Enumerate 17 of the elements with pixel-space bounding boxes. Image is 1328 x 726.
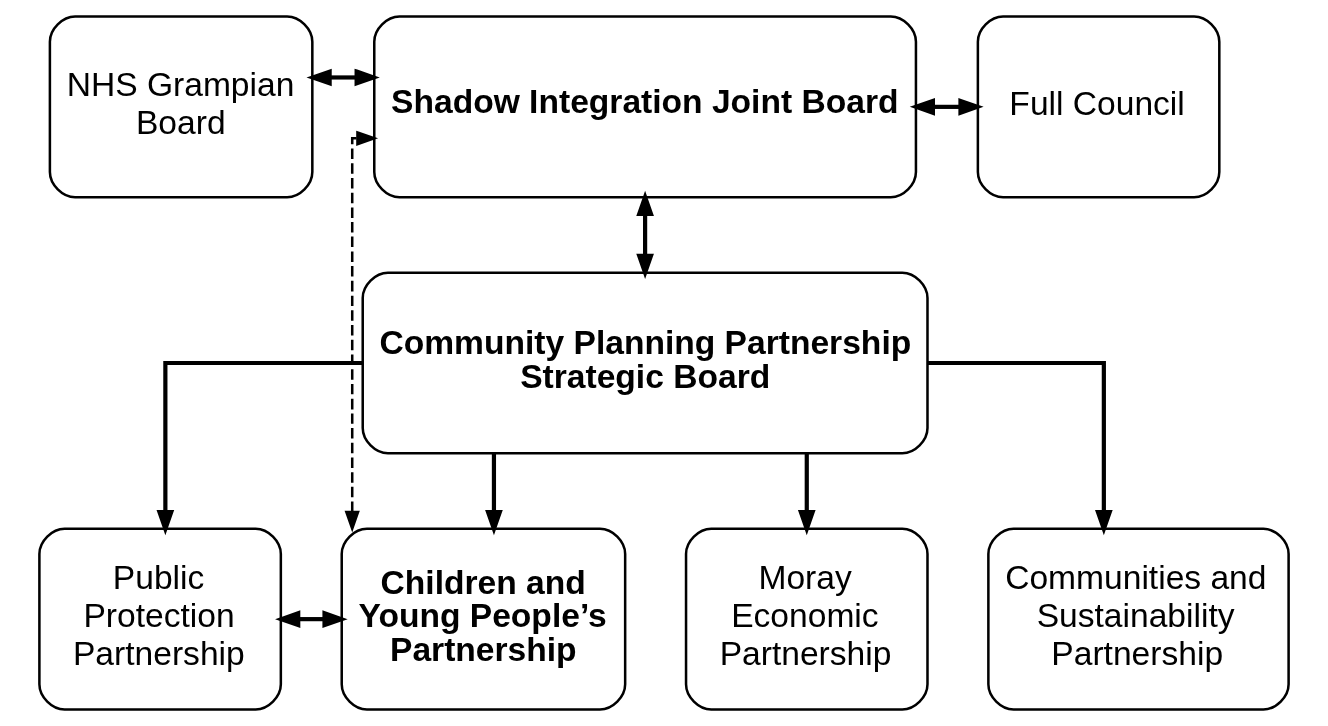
- node-box: Community Planning Partnership Strategic Board: [361, 271, 929, 455]
- node-box: Public Protection Partnership: [38, 527, 283, 711]
- node-box: Children and Young People’s Partnership: [340, 527, 627, 711]
- arrow: [927, 360, 1113, 536]
- node-box: Communities and Sustainability Partnership: [987, 527, 1290, 711]
- arrow: [797, 453, 816, 536]
- node-box: Moray Economic Partnership: [684, 527, 929, 711]
- arrow: [275, 610, 348, 628]
- node-box: Full Council: [976, 15, 1221, 199]
- arrow: [485, 453, 503, 536]
- node-box: NHS Grampian Board: [48, 15, 314, 199]
- node-box: Shadow Integration Joint Board: [373, 15, 918, 199]
- arrow: [306, 68, 380, 87]
- arrow: [636, 190, 654, 279]
- arrow: [156, 360, 363, 536]
- arrow: [344, 130, 379, 533]
- arrow: [909, 98, 984, 116]
